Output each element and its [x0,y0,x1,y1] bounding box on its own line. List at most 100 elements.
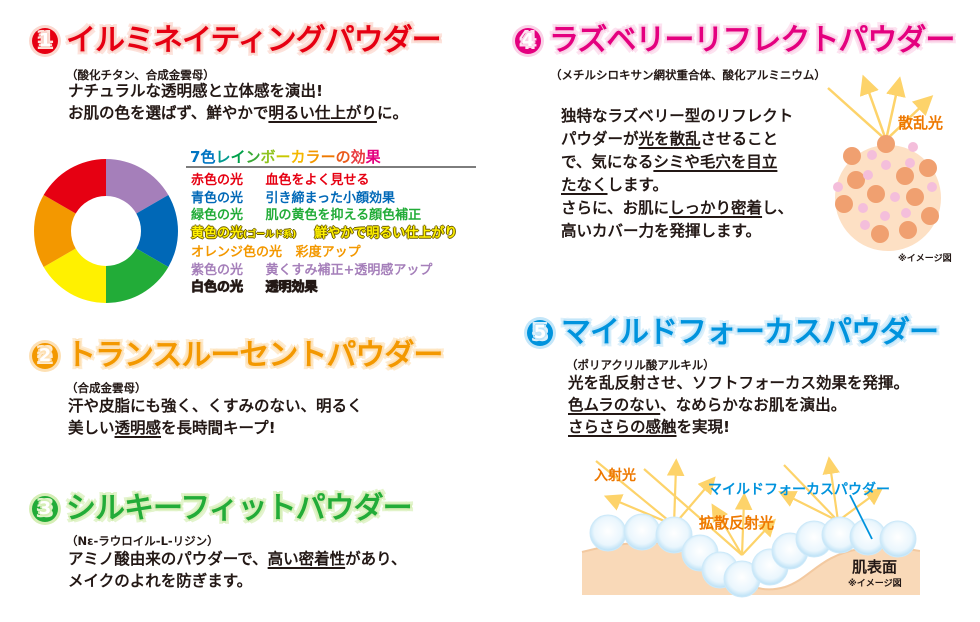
description-line: さらさらの感触を実現! [568,416,909,438]
section-1-title: イルミネイティングパウダー [66,23,442,58]
raspberry-scatter-diagram [827,74,941,251]
section-4-ingredients: （メチルシロキサン網状重合体、酸化アルミニウム） [550,68,826,82]
raspberry-small-dots [833,142,937,230]
scattered-light-label: 散乱光 [898,114,944,132]
section-1-heading: 1 イルミネイティングパウダー [32,23,442,58]
description-line: メイクのよれを防ぎます。 [68,570,407,592]
section-3-title: シルキーフィットパウダー [66,491,413,526]
description-line: 高いカバー力を発揮します。 [561,220,793,243]
light-name: 赤色の光 [191,173,244,188]
donut-segment-orange [34,195,76,267]
section-4-heading: 4 ラズベリーリフレクトパウダー [515,26,955,56]
section-5-description: 光を乱反射させ、ソフトフォーカス効果を発揮。 色ムラのない、なめらかなお肌を演出… [568,372,909,438]
title-char: レ [215,148,231,166]
description-line: ナチュラルな透明感と立体感を演出! [68,80,408,102]
number-badge-4: 4 [515,28,541,54]
section-3-heading: 3 シルキーフィットパウダー [32,491,413,526]
rainbow-item-orange: オレンジ色の光 彩度アップ [191,244,457,262]
text-segment: します。 [607,176,668,194]
underlined-text: 明るい仕上がり [268,104,377,122]
section-4-image-note: ※イメージ図 [898,254,952,264]
text-segment: を長時間キープ! [161,419,276,437]
description-line: 光を乱反射させ、ソフトフォーカス効果を発揮。 [568,372,909,394]
description-line: さらに、お肌にしっかり密着し、 [561,197,793,220]
donut-segment-purple [106,159,169,214]
light-effect: 透明効果 [265,280,318,296]
description-line: 汗や皮脂にも強く、くすみのない、明るく [68,395,363,417]
title-char: ー [275,148,291,166]
rainbow-item-yellow: 黄色の光(ゴールド系) 鮮やかで明るい仕上がり [191,225,457,245]
rainbow-item-white: 白色の光 透明効果 [191,279,457,297]
light-name: オレンジ色の光 [191,245,283,260]
section-5-image-note: ※イメージ図 [848,579,902,589]
text-segment: パウダーが [561,130,639,148]
skin-surface-label: 肌表面 [852,558,898,576]
text-segment: 汗や皮脂にも強く、くすみのない、明るく [68,397,363,415]
description-line: 色ムラのない、なめらかなお肌を演出。 [568,394,909,416]
light-effect: 肌の黄色を抑える顔色補正 [265,208,422,223]
section-2-heading: 2 トランスルーセントパウダー [32,338,443,373]
rainbow-item-blue: 青色の光 引き締まった小顔効果 [191,190,457,208]
section-2-title: トランスルーセントパウダー [66,338,443,373]
donut-segment-red [43,159,106,214]
underlined-text: さらさらの感触 [568,418,677,436]
text-segment: 光を乱反射させ、ソフトフォーカス効果を発揮。 [568,374,910,392]
title-char: 効 [350,148,366,166]
mild-focus-powder-label: マイルドフォーカスパウダー [708,482,890,498]
title-char: ボ [260,148,276,166]
light-name: 紫色の光 [191,262,244,278]
light-effect: 黄くすみ補正+透明感アップ [265,262,433,278]
section-5-ingredients: （ポリアクリル酸アルキル） [566,358,715,372]
scattered-light-arrows [827,74,934,141]
rainbow-effects-title: 7色レインボーカラーの効果 [190,146,381,167]
light-name: 白色の光 [191,280,244,296]
light-effect: 鮮やかで明るい仕上がり [314,225,458,241]
skin-surface [582,542,920,595]
light-name: 青色の光 [191,190,244,206]
donut-segment-green [106,248,169,303]
description-line: お肌の色を選ばず、鮮やかで明るい仕上がりに。 [68,102,408,124]
underlined-text: シミや毛穴を目立 [653,153,778,171]
text-segment: 、なめらかなお肌を演出。 [660,396,847,414]
number-badge-2: 2 [32,343,58,369]
rainbow-item-purple: 紫色の光 黄くすみ補正+透明感アップ [191,262,457,280]
section-3-ingredients: （Nε-ラウロイル-L-リジン） [66,534,219,548]
light-note: (ゴールド系) [243,229,297,240]
section-1-ingredients: （酸化チタン、合成金雲母） [66,68,215,82]
light-name: 黄色の光 [191,225,244,241]
light-name: 緑色の光 [191,208,244,223]
title-char: 果 [365,148,381,166]
incident-light-label: 入射光 [594,468,636,484]
diffuse-reflection-label: 拡散反射光 [699,514,775,532]
title-char: ラ [305,148,321,166]
description-line: で、気になるシミや毛穴を目立 [561,151,793,174]
text-segment: お肌の色を選ばず、鮮やかで [68,104,269,122]
description-line: たなくします。 [561,174,793,197]
underlined-text: 高い密着性 [267,550,346,568]
title-char: イ [230,148,246,166]
text-segment: させること [700,130,779,148]
rainbow-item-green: 緑色の光 肌の黄色を抑える顔色補正 [191,207,457,225]
section-3-description: アミノ酸由来のパウダーで、高い密着性があり、 メイクのよれを防ぎます。 [68,548,407,592]
light-effect: 引き締まった小顔効果 [265,190,396,206]
section-4-description: 独特なラズベリー型のリフレクト パウダーが光を散乱させること で、気になるシミや… [561,105,793,243]
description-line: 美しい透明感を長時間キープ! [68,417,363,439]
rainbow-item-red: 赤色の光 血色をよく見せる [191,172,457,190]
powder-pointer-line [849,494,873,540]
section-2-ingredients: （合成金雲母） [66,381,147,395]
section-5-heading: 5 マイルドフォーカスパウダー [527,318,939,348]
section-1-description: ナチュラルな透明感と立体感を演出! お肌の色を選ばず、鮮やかで明るい仕上がりに。 [68,80,408,124]
underlined-text: しっかり密着 [669,199,763,217]
text-segment: メイクのよれを防ぎます。 [68,572,253,590]
donut-segment-blue [136,195,178,267]
rainbow-effects-list: 赤色の光 血色をよく見せる 青色の光 引き締まった小顔効果 緑色の光 肌の黄色を… [191,172,458,297]
description-line: 独特なラズベリー型のリフレクト [561,105,793,128]
number-badge-5: 5 [527,320,553,346]
underlined-text: 透明感 [114,419,162,437]
number-badge-1: 1 [32,28,58,54]
powder-particles [589,513,917,598]
text-segment: で、気になる [561,153,654,171]
title-char: の [335,148,351,166]
underlined-text: たなく [561,176,608,194]
title-char: 7 [190,148,201,166]
